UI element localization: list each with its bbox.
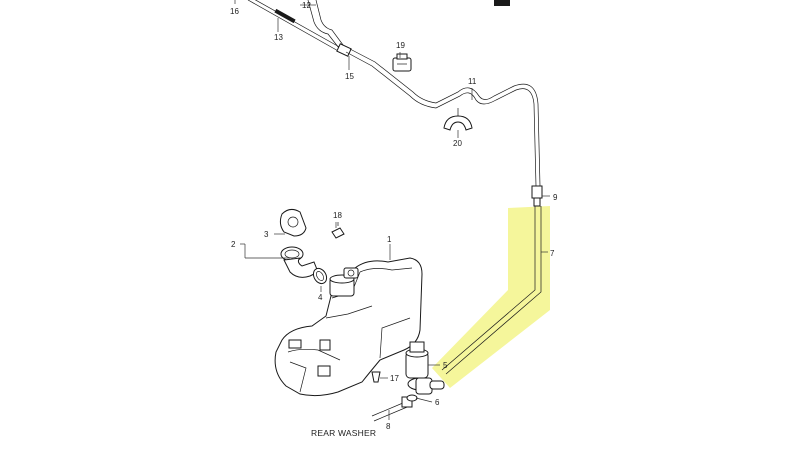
- bolt-18: [331, 222, 345, 239]
- callout-18: 18: [333, 211, 342, 220]
- clamp-20: [443, 108, 473, 131]
- leader-lines: [234, 0, 550, 420]
- callout-labels: 16 13 12 15 19 11 20 9 7 1 2 3 4 18 5 17…: [230, 1, 558, 438]
- callout-7: 7: [550, 249, 555, 258]
- washer-pump-5: [405, 341, 445, 395]
- callout-2: 2: [231, 240, 236, 249]
- callout-19: 19: [396, 41, 405, 50]
- callout-6: 6: [435, 398, 440, 407]
- callout-4: 4: [318, 293, 323, 302]
- connector-9: [531, 185, 543, 207]
- callout-5: 5: [443, 361, 448, 370]
- clip-19: [392, 53, 412, 72]
- callout-1: 1: [387, 235, 392, 244]
- seal-4: [312, 267, 328, 285]
- callout-3: 3: [264, 230, 269, 239]
- washer-tank: [274, 257, 423, 397]
- callout-17: 17: [390, 374, 399, 383]
- callout-8: 8: [386, 422, 391, 431]
- callout-16: 16: [230, 7, 239, 16]
- callout-12: 12: [302, 1, 311, 10]
- upper-hose-assembly: [247, 0, 543, 207]
- filler-neck-2: [280, 246, 319, 278]
- hose-7: [441, 206, 542, 375]
- callout-11: 11: [468, 77, 477, 86]
- bolt-17: [371, 371, 381, 383]
- callout-13: 13: [274, 33, 283, 42]
- callout-15: 15: [345, 72, 354, 81]
- rear-hose-8: [371, 396, 413, 422]
- callout-20: 20: [453, 139, 462, 148]
- grommet-6: [406, 394, 418, 402]
- filler-cap-3: [279, 208, 307, 237]
- partial-part-icon: [494, 0, 510, 6]
- callout-9: 9: [553, 193, 558, 202]
- hose-highlight: [432, 206, 550, 388]
- rear-washer-label: REAR WASHER: [311, 428, 376, 438]
